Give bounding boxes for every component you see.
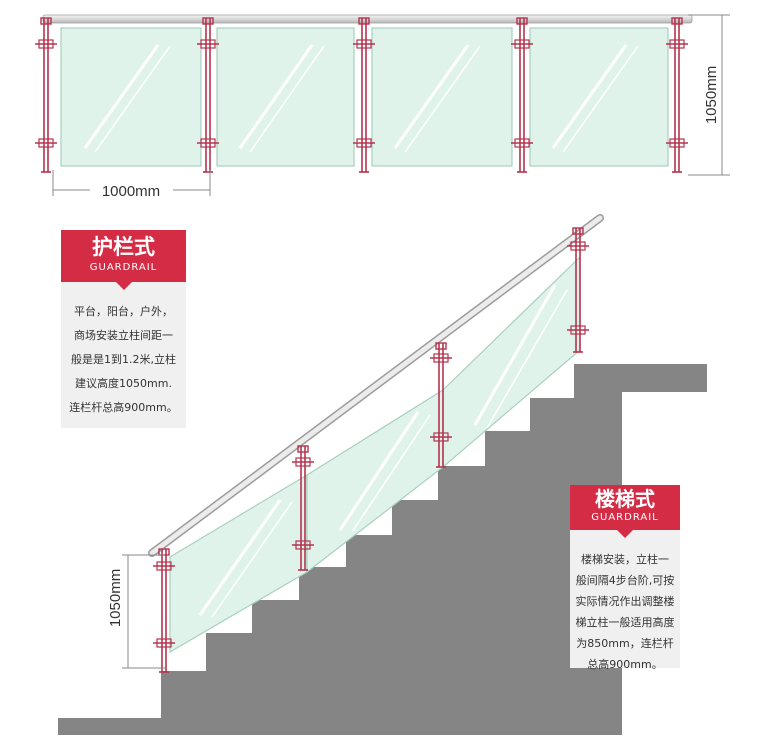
top-posts [35,17,688,173]
height-dimension [688,14,730,176]
height-label: 1050mm [703,66,720,124]
glass-panel [371,27,513,167]
width-dimension [52,170,211,196]
railing-post [153,548,175,673]
stair-card-line: 般间隔4步台阶,可按 [575,574,675,587]
guardrail-card-line: 商场安装立柱间距一 [74,329,173,342]
stair-card-line: 为850mm，连栏杆 [576,637,674,650]
stair-card-line: 梯立柱一般适用高度 [575,616,675,629]
railing-post [353,17,375,173]
card-notch [116,282,132,290]
stair-height-dimension [122,554,165,669]
card-notch [617,530,633,538]
guardrail-card-header: 护栏式 GUARDRAIL [61,230,186,282]
guardrail-card-subtitle: GUARDRAIL [89,262,158,273]
stair-card-title: 楼梯式 [595,487,655,511]
stair-height-label: 1050mm [107,569,124,627]
top-railing-elevation [42,14,693,167]
guardrail-card-line: 连栏杆总高900mm。 [69,401,178,414]
guardrail-card-line: 平台，阳台，户外， [74,305,173,318]
guardrail-card-title: 护栏式 [92,235,155,259]
guardrail-card-line: 建议高度1050mm. [75,377,172,390]
railing-post [292,445,314,571]
stair-handrail [149,215,603,556]
stair-card-subtitle: GUARDRAIL [591,512,659,523]
stair-steps [58,364,707,735]
railing-post [567,227,589,353]
railing-post [666,17,688,173]
guardrail-card: 护栏式 GUARDRAIL 平台，阳台，户外， 商场安装立柱间距一 般是是1到1… [61,230,186,428]
railing-post [430,342,452,468]
railing-post [197,17,219,173]
handrail [42,14,693,24]
stair-railing [58,214,707,735]
guardrail-card-line: 般是是1到1.2米,立柱 [71,353,176,366]
railing-post [35,17,57,173]
stair-card-line: 实际情况作出调整楼 [575,595,675,608]
glass-panel [60,27,202,167]
glass-panel [216,27,355,167]
railing-post [511,17,533,173]
stair-card-line: 总高900mm。 [587,658,663,671]
stair-card-line: 楼梯安装，立柱一 [581,553,669,566]
glass-panel [529,27,669,167]
stair-posts [153,227,589,673]
stair-card: 楼梯式 GUARDRAIL 楼梯安装，立柱一 般间隔4步台阶,可按 实际情况作出… [570,485,680,671]
post-spacing-label: 1000mm [102,183,160,200]
stair-card-header: 楼梯式 GUARDRAIL [570,485,680,530]
